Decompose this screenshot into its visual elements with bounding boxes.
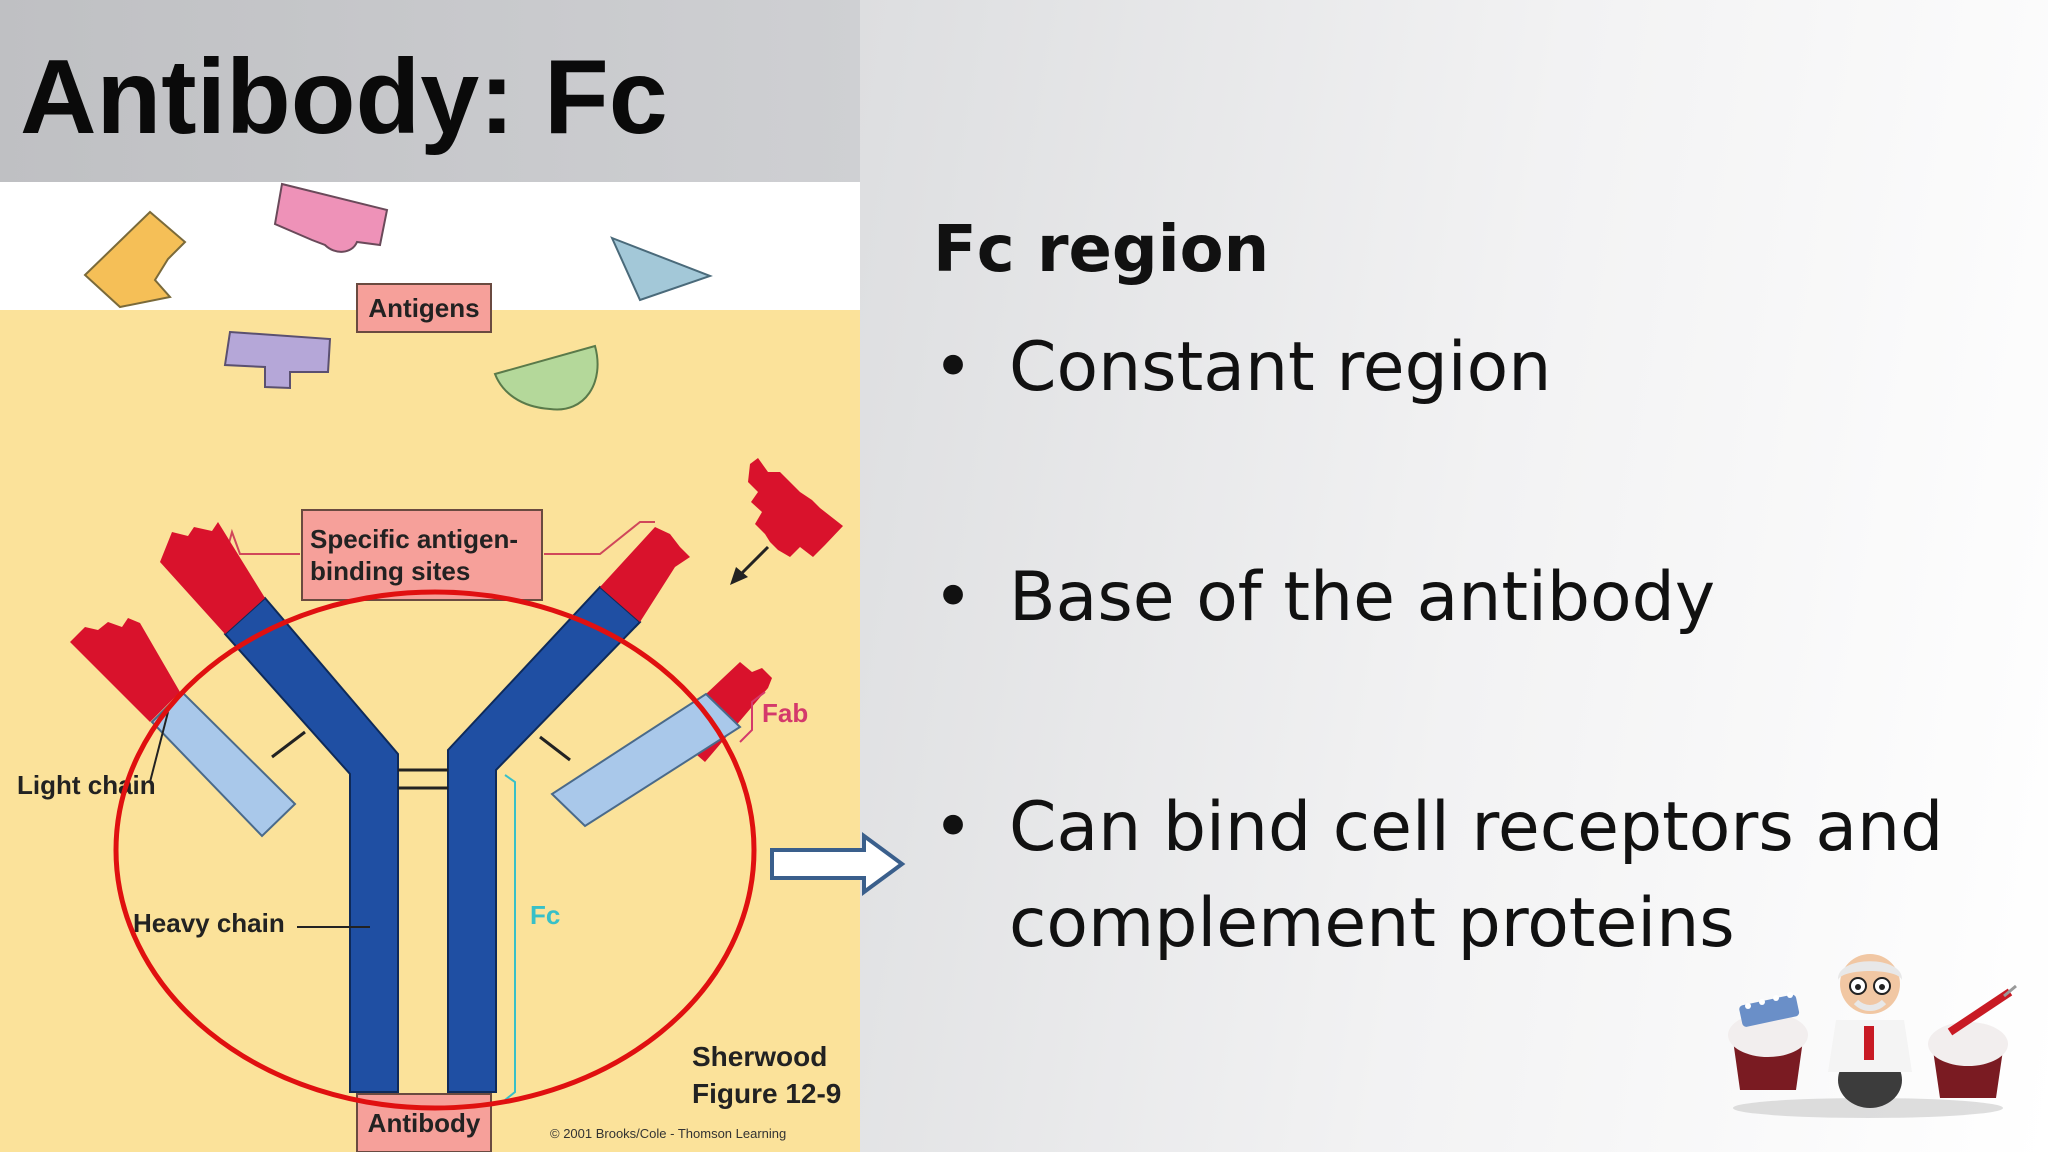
disulfide-bond-right bbox=[539, 735, 571, 762]
bullet-text: Constant region bbox=[1009, 328, 1552, 407]
light-chain-pointer bbox=[149, 711, 169, 783]
heavy-chain-label: Heavy chain bbox=[133, 908, 285, 938]
antigen-shape-pink bbox=[273, 182, 389, 253]
credit-line1: Sherwood bbox=[692, 1041, 827, 1072]
bullet-dot-icon: • bbox=[933, 788, 974, 867]
antibody-label: Antibody bbox=[368, 1108, 481, 1138]
fc-bracket bbox=[504, 774, 516, 1101]
fc-label: Fc bbox=[530, 900, 560, 930]
antibody-diagram: Antigens Specific antigen- binding sites… bbox=[0, 182, 860, 1152]
bullet-dot-icon: • bbox=[933, 558, 974, 637]
light-chain-right bbox=[550, 692, 742, 828]
antigen-shape-green bbox=[493, 344, 599, 411]
title-bar bbox=[0, 0, 860, 182]
fab-bracket bbox=[739, 691, 766, 743]
disulfide-bond-left bbox=[271, 730, 306, 759]
antigen-shape-red-free bbox=[748, 458, 843, 557]
bullet-text: Base of the antibody bbox=[1009, 558, 1716, 637]
variable-region-heavy-left bbox=[160, 522, 265, 634]
slide-title: Antibody: Fc bbox=[20, 38, 668, 156]
binding-sites-label-box bbox=[301, 509, 543, 601]
antigens-label-box bbox=[356, 283, 492, 333]
scientist-cupcake-icon bbox=[1728, 954, 2017, 1118]
bullet-dot-icon: • bbox=[933, 328, 974, 407]
credit-line2: Figure 12-9 bbox=[692, 1078, 841, 1109]
antigens-label: Antigens bbox=[368, 293, 479, 323]
light-chain-label: Light chain bbox=[17, 770, 156, 800]
right-arrow-icon bbox=[770, 832, 906, 896]
antigen-shape-purple bbox=[223, 330, 332, 390]
content-heading: Fc region bbox=[933, 213, 1270, 287]
variable-region-light-left bbox=[70, 618, 180, 722]
binding-sites-label-line1: Specific antigen- bbox=[310, 524, 518, 554]
highlight-circle bbox=[113, 589, 757, 1111]
copyright-text: © 2001 Brooks/Cole - Thomson Learning bbox=[550, 1126, 786, 1141]
antigen-shape-triangle bbox=[610, 236, 713, 302]
fab-label: Fab bbox=[762, 698, 808, 728]
binding-bracket-right bbox=[544, 521, 655, 555]
binding-arrow-line bbox=[738, 545, 770, 577]
antigen-shape-orange bbox=[83, 210, 187, 309]
antibody-figure: Antigens Specific antigen- binding sites… bbox=[0, 182, 860, 1152]
bullet-text: Can bind cell receptors and complement p… bbox=[1009, 788, 1944, 963]
binding-arrow-head bbox=[730, 567, 748, 585]
variable-region-heavy-right bbox=[600, 527, 690, 622]
binding-sites-label-line2: binding sites bbox=[310, 556, 470, 586]
